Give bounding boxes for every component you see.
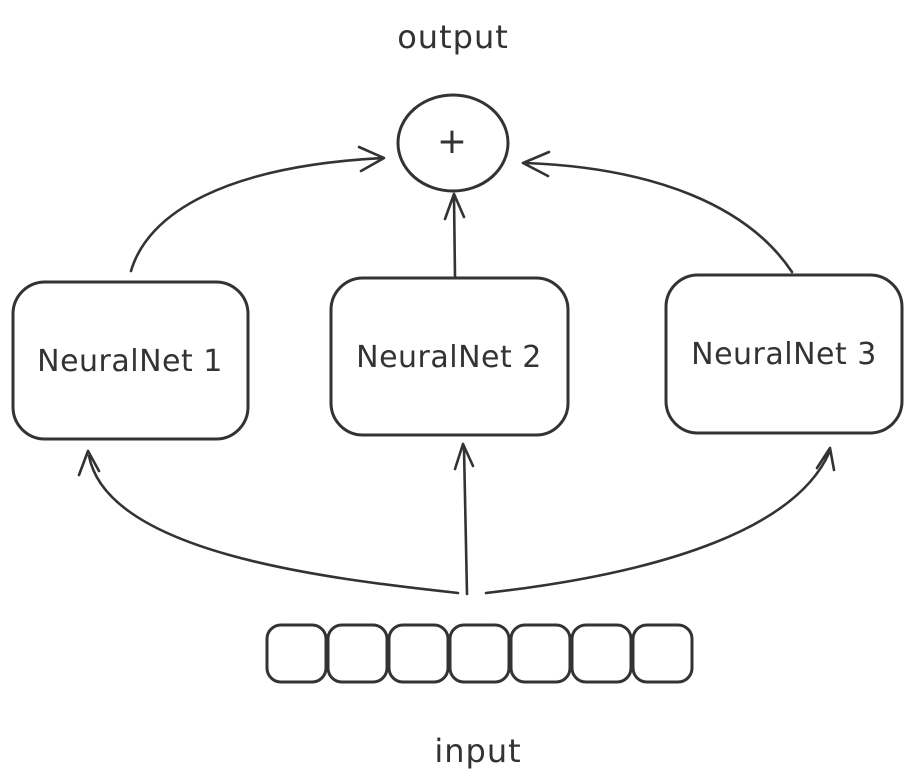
arrow-input-to-net1 bbox=[77, 449, 460, 595]
net1-box bbox=[11, 280, 250, 441]
input-cells bbox=[265, 623, 694, 684]
sum-node-circle bbox=[396, 93, 510, 193]
input-cell bbox=[265, 623, 328, 684]
arrow-net1-to-sum bbox=[129, 145, 386, 273]
input-cell bbox=[448, 623, 511, 684]
input-cell bbox=[631, 623, 694, 684]
arrow-net2-to-sum bbox=[443, 192, 466, 279]
arrow-net3-to-sum bbox=[521, 150, 794, 274]
arrow-input-to-net3 bbox=[484, 446, 836, 595]
net1-label: NeuralNet 1 bbox=[37, 344, 223, 379]
output-label: output bbox=[397, 18, 509, 56]
input-label: input bbox=[434, 732, 521, 770]
net2-box bbox=[329, 276, 570, 437]
sum-symbol: + bbox=[437, 121, 467, 162]
net3-label: NeuralNet 3 bbox=[691, 337, 877, 372]
arrow-input-to-net2 bbox=[453, 442, 475, 596]
input-cell bbox=[509, 623, 572, 684]
input-cell bbox=[570, 623, 633, 684]
net3-box bbox=[664, 273, 904, 435]
input-cell bbox=[387, 623, 450, 684]
net2-label: NeuralNet 2 bbox=[356, 340, 542, 375]
input-cell bbox=[326, 623, 389, 684]
